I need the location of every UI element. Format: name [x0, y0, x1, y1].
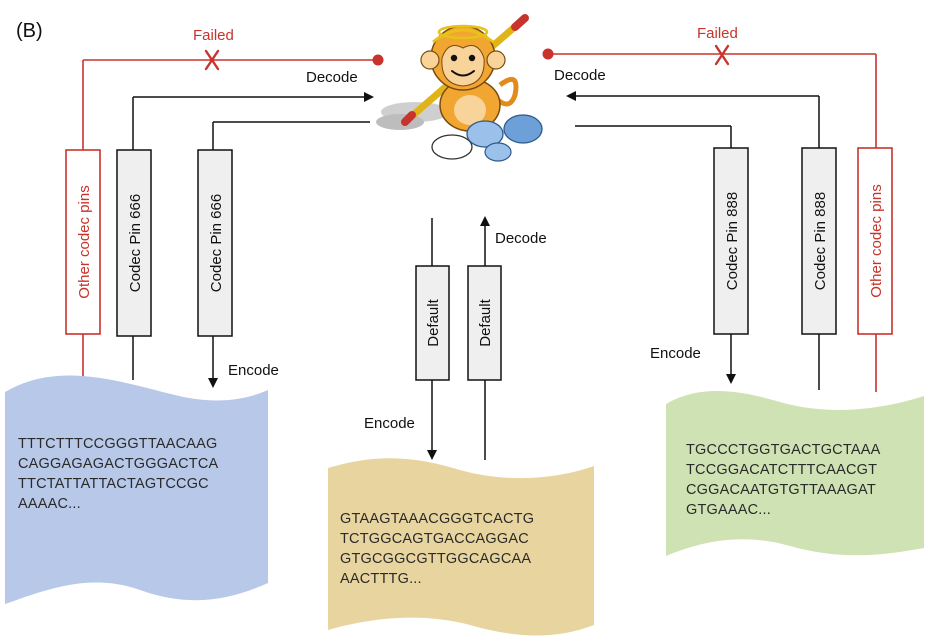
left-seq-line-2: CAGGAGAGACTGGGACTCA: [18, 456, 219, 472]
middle-decode-label: Decode: [495, 230, 547, 247]
right-sequence-wave: [666, 390, 924, 556]
left-pin-a-box: [116, 149, 152, 337]
middle-encode-label: Encode: [364, 415, 415, 432]
left-failed-label: Failed: [193, 27, 234, 44]
right-pin-a-box: [713, 147, 749, 335]
right-seq-line-4: GTGAAAC...: [686, 502, 771, 518]
middle-pin-b-label: Default: [477, 298, 494, 346]
right-encode-label: Encode: [650, 345, 701, 362]
right-seq-line-3: CGGACAATGTGTTAAAGAT: [686, 482, 876, 498]
right-failed-path: [542, 48, 877, 392]
middle-pin-a-box: [415, 265, 450, 381]
left-decode-path: [132, 92, 374, 380]
right-other-pins-label: Other codec pins: [868, 184, 885, 297]
right-sequence-text: TGCCCTGGTGACTGCTAAA TCCGGACATCTTTCAACGT …: [686, 442, 881, 518]
right-pin-b-box: [801, 147, 837, 335]
right-pin-a-label: Codec Pin 888: [724, 192, 741, 290]
left-sequence-text: TTTCTTTCCGGGTTAACAAG CAGGAGAGACTGGGACTCA…: [18, 436, 219, 512]
right-encode-path: [575, 125, 736, 384]
right-decode-path: [566, 91, 820, 390]
right-seq-line-2: TCCGGACATCTTTCAACGT: [686, 462, 877, 478]
left-seq-line-1: TTTCTTTCCGGGTTAACAAG: [18, 436, 217, 452]
middle-pin-b-box: [467, 265, 502, 381]
left-encode-label: Encode: [228, 362, 279, 379]
left-decode-label: Decode: [306, 69, 358, 86]
right-decode-label: Decode: [554, 67, 606, 84]
right-cross-mark-icon: [714, 44, 730, 66]
left-other-pins-box: [65, 149, 101, 335]
middle-pin-a-label: Default: [425, 298, 442, 346]
left-other-pins-label: Other codec pins: [76, 185, 93, 298]
left-encode-path: [208, 121, 370, 388]
left-cross-mark-icon: [204, 49, 220, 71]
left-pin-a-label: Codec Pin 666: [127, 194, 144, 292]
middle-sequence-wave: [328, 458, 594, 636]
middle-seq-line-4: AACTTTG...: [340, 571, 422, 587]
left-failed-path: [82, 54, 384, 378]
middle-seq-line-2: TCTGGCAGTGACCAGGAC: [340, 531, 529, 547]
middle-sequence-text: GTAAGTAAACGGGTCACTG TCTGGCAGTGACCAGGAC G…: [340, 511, 534, 587]
monkey-king-icon: [376, 14, 543, 162]
middle-seq-line-1: GTAAGTAAACGGGTCACTG: [340, 511, 534, 527]
left-pin-b-box: [197, 149, 233, 337]
middle-seq-line-3: GTGCGGCGTTGGCAGCAA: [340, 551, 531, 567]
left-seq-line-3: TTCTATTATTACTAGTCCGC: [18, 476, 209, 492]
right-other-pins-box: [857, 147, 893, 335]
right-failed-label: Failed: [697, 25, 738, 42]
left-pin-b-label: Codec Pin 666: [208, 194, 225, 292]
left-sequence-wave: [5, 375, 268, 604]
left-seq-line-4: AAAAC...: [18, 496, 81, 512]
right-pin-b-label: Codec Pin 888: [812, 192, 829, 290]
panel-label: (B): [16, 20, 43, 42]
right-seq-line-1: TGCCCTGGTGACTGCTAAA: [686, 442, 881, 458]
